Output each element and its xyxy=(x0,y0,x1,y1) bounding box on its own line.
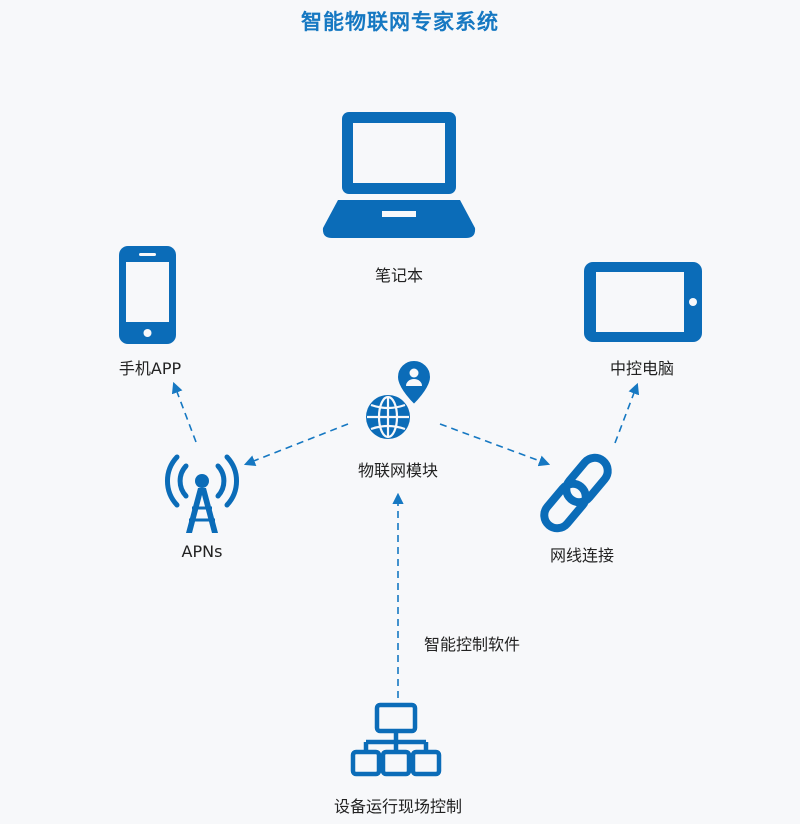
network-label: 网线连接 xyxy=(549,546,615,565)
iot-module-label: 物联网模块 xyxy=(357,461,439,480)
apns-label: APNs xyxy=(181,542,223,561)
edge-network-to-pc xyxy=(614,382,640,444)
smartphone-icon xyxy=(119,246,176,344)
globe-user-pin-icon xyxy=(366,358,433,439)
device-label: 设备运行现场控制 xyxy=(333,797,463,816)
edge-module-to-apns xyxy=(243,423,349,466)
laptop-label: 笔记本 xyxy=(374,266,424,285)
edge-module-to-network xyxy=(439,423,551,467)
sitemap-icon xyxy=(350,702,442,777)
edge-apns-to-phone xyxy=(171,381,197,443)
pc-label: 中控电脑 xyxy=(609,359,675,378)
software-edge-label: 智能控制软件 xyxy=(423,635,521,654)
laptop-icon xyxy=(322,112,476,238)
broadcast-tower-icon xyxy=(165,454,239,533)
diagram-title: 智能物联网专家系统 xyxy=(301,10,499,34)
tablet-icon xyxy=(584,262,702,342)
phone-app-label: 手机APP xyxy=(118,359,182,378)
chain-link-icon xyxy=(540,453,612,533)
